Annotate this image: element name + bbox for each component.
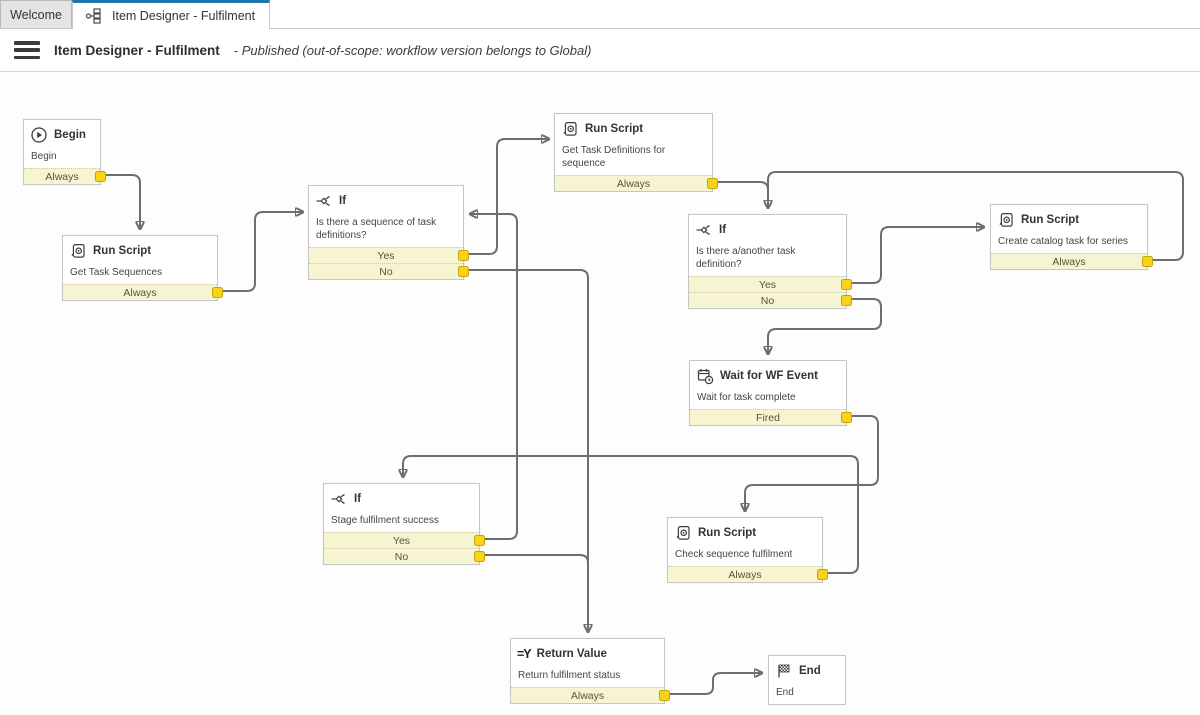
checkered-flag-icon bbox=[775, 662, 793, 680]
script-scroll-icon bbox=[69, 242, 87, 260]
output-connector[interactable] bbox=[458, 266, 469, 277]
node-if-another-task-definition[interactable]: If Is there a/another task definition? Y… bbox=[688, 214, 852, 309]
tab-bar: Welcome Item Designer - Fulfilment bbox=[0, 0, 1200, 29]
branch-if-icon bbox=[695, 221, 713, 239]
output-connector[interactable] bbox=[817, 569, 828, 580]
output-row-no[interactable]: No bbox=[309, 263, 469, 279]
script-scroll-icon bbox=[997, 211, 1015, 229]
output-connector[interactable] bbox=[1142, 256, 1153, 267]
output-row-yes[interactable]: Yes bbox=[309, 247, 469, 263]
node-description: Create catalog task for series bbox=[998, 236, 1129, 247]
node-if-stage-fulfilment-success[interactable]: If Stage fulfilment success Yes No bbox=[323, 483, 485, 565]
output-connector[interactable] bbox=[212, 287, 223, 298]
output-row-always[interactable]: Always bbox=[668, 566, 828, 582]
output-row-no[interactable]: No bbox=[324, 548, 485, 564]
output-row-fired[interactable]: Fired bbox=[690, 409, 852, 425]
tab-active-label: Item Designer - Fulfilment bbox=[112, 9, 256, 23]
output-connector[interactable] bbox=[95, 171, 106, 182]
output-connector[interactable] bbox=[841, 412, 852, 423]
output-connector[interactable] bbox=[474, 551, 485, 562]
node-description: Is there a/another task definition? bbox=[696, 246, 796, 270]
output-connector[interactable] bbox=[707, 178, 718, 189]
branch-if-icon bbox=[330, 490, 348, 508]
workflow-canvas[interactable]: Begin Begin Always Run Script Get Task S… bbox=[0, 72, 1200, 714]
node-description: Stage fulfilment success bbox=[331, 515, 439, 526]
node-title: Run Script bbox=[585, 123, 644, 135]
node-title: If bbox=[719, 224, 727, 236]
node-run-script-create-catalog-task[interactable]: Run Script Create catalog task for serie… bbox=[990, 204, 1153, 270]
node-run-script-get-task-sequences[interactable]: Run Script Get Task Sequences Always bbox=[62, 235, 223, 301]
output-row-always[interactable]: Always bbox=[555, 175, 718, 191]
tab-item-designer-fulfilment[interactable]: Item Designer - Fulfilment bbox=[72, 0, 271, 29]
node-title: Run Script bbox=[93, 245, 152, 257]
script-scroll-icon bbox=[561, 120, 579, 138]
output-row-always[interactable]: Always bbox=[991, 253, 1153, 269]
node-title: Run Script bbox=[1021, 214, 1080, 226]
node-description: Return fulfilment status bbox=[518, 670, 621, 681]
output-row-always[interactable]: Always bbox=[24, 168, 106, 184]
output-row-always[interactable]: Always bbox=[63, 284, 223, 300]
hamburger-menu-icon[interactable] bbox=[14, 41, 40, 59]
branch-if-icon bbox=[315, 192, 333, 210]
node-run-script-check-sequence-fulfilment[interactable]: Run Script Check sequence fulfilment Alw… bbox=[667, 517, 828, 583]
node-if-sequence-of-task-definitions[interactable]: If Is there a sequence of task definitio… bbox=[308, 185, 469, 280]
workflow-title: Item Designer - Fulfilment bbox=[54, 42, 220, 58]
output-connector[interactable] bbox=[841, 295, 852, 306]
node-description: End bbox=[776, 687, 794, 698]
node-title: Run Script bbox=[698, 527, 757, 539]
output-row-always[interactable]: Always bbox=[511, 687, 670, 703]
calendar-clock-icon bbox=[696, 367, 714, 385]
node-description: Get Task Definitions for sequence bbox=[562, 145, 666, 169]
output-row-no[interactable]: No bbox=[689, 292, 852, 308]
node-title: Begin bbox=[54, 129, 86, 141]
node-description: Get Task Sequences bbox=[70, 267, 163, 278]
node-run-script-get-task-definitions[interactable]: Run Script Get Task Definitions for sequ… bbox=[554, 113, 718, 192]
tab-welcome-label: Welcome bbox=[10, 7, 62, 22]
node-description: Wait for task complete bbox=[697, 392, 796, 403]
workflow-icon bbox=[85, 8, 105, 24]
node-title: Return Value bbox=[536, 648, 607, 660]
workflow-toolbar: Item Designer - Fulfilment - Published (… bbox=[0, 29, 1200, 72]
output-connector[interactable] bbox=[841, 279, 852, 290]
node-description: Check sequence fulfilment bbox=[675, 549, 793, 560]
node-wait-for-wf-event[interactable]: Wait for WF Event Wait for task complete… bbox=[689, 360, 852, 426]
node-description: Is there a sequence of task definitions? bbox=[316, 217, 437, 241]
output-connector[interactable] bbox=[659, 690, 670, 701]
node-title: End bbox=[799, 665, 821, 677]
script-scroll-icon bbox=[674, 524, 692, 542]
return-value-icon: =Y bbox=[517, 647, 532, 661]
node-begin[interactable]: Begin Begin Always bbox=[23, 119, 106, 185]
output-connector[interactable] bbox=[458, 250, 469, 261]
node-end[interactable]: End End bbox=[768, 655, 846, 705]
node-title: If bbox=[339, 195, 347, 207]
node-return-value[interactable]: =Y Return Value Return fulfilment status… bbox=[510, 638, 670, 704]
output-row-yes[interactable]: Yes bbox=[324, 532, 485, 548]
node-description: Begin bbox=[31, 151, 57, 162]
workflow-status: - Published (out-of-scope: workflow vers… bbox=[233, 42, 592, 58]
node-title: Wait for WF Event bbox=[720, 370, 818, 382]
tab-welcome[interactable]: Welcome bbox=[0, 0, 72, 28]
output-row-yes[interactable]: Yes bbox=[689, 276, 852, 292]
play-circle-icon bbox=[30, 126, 48, 144]
output-connector[interactable] bbox=[474, 535, 485, 546]
node-title: If bbox=[354, 493, 362, 505]
